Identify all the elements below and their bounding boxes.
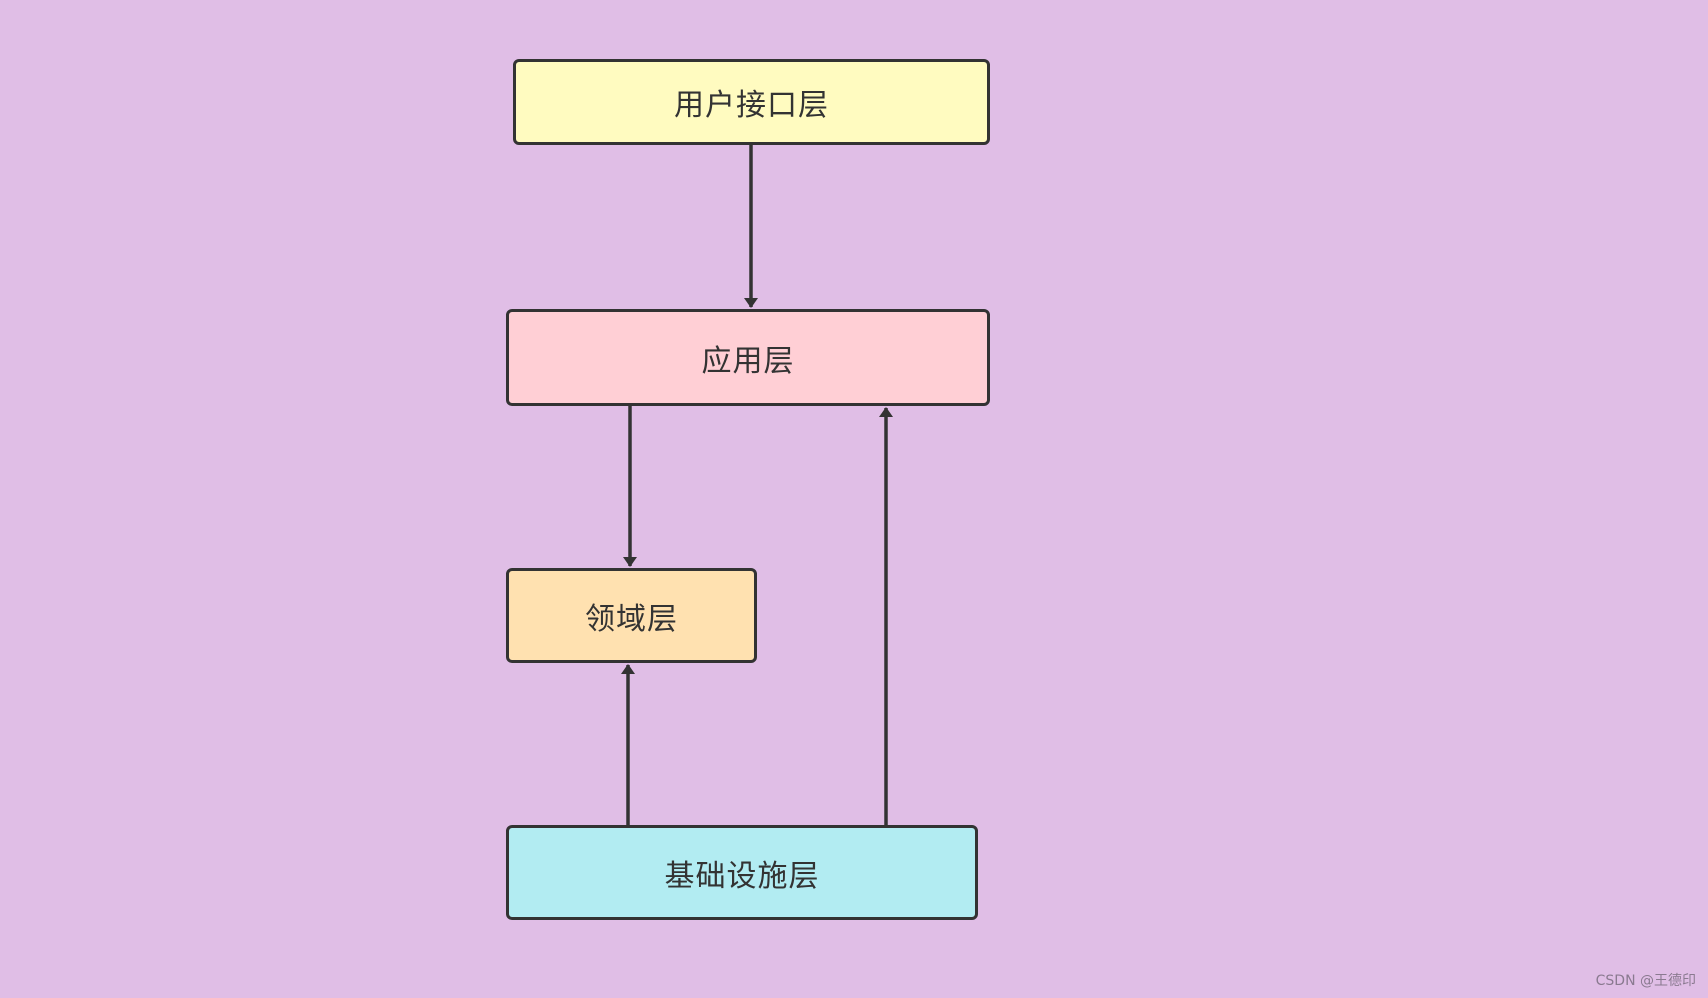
app-layer-node: 应用层	[506, 309, 990, 406]
watermark: CSDN @王德印	[1595, 973, 1696, 989]
domain-layer-node: 领域层	[506, 568, 757, 663]
infra-layer-node: 基础设施层	[506, 825, 978, 920]
domain-layer-label: 领域层	[585, 601, 678, 637]
app-layer-label: 应用层	[701, 343, 795, 379]
infra-layer-label: 基础设施层	[664, 858, 820, 894]
ui-layer-label: 用户接口层	[674, 88, 829, 123]
ui-layer-node: 用户接口层	[513, 59, 990, 145]
